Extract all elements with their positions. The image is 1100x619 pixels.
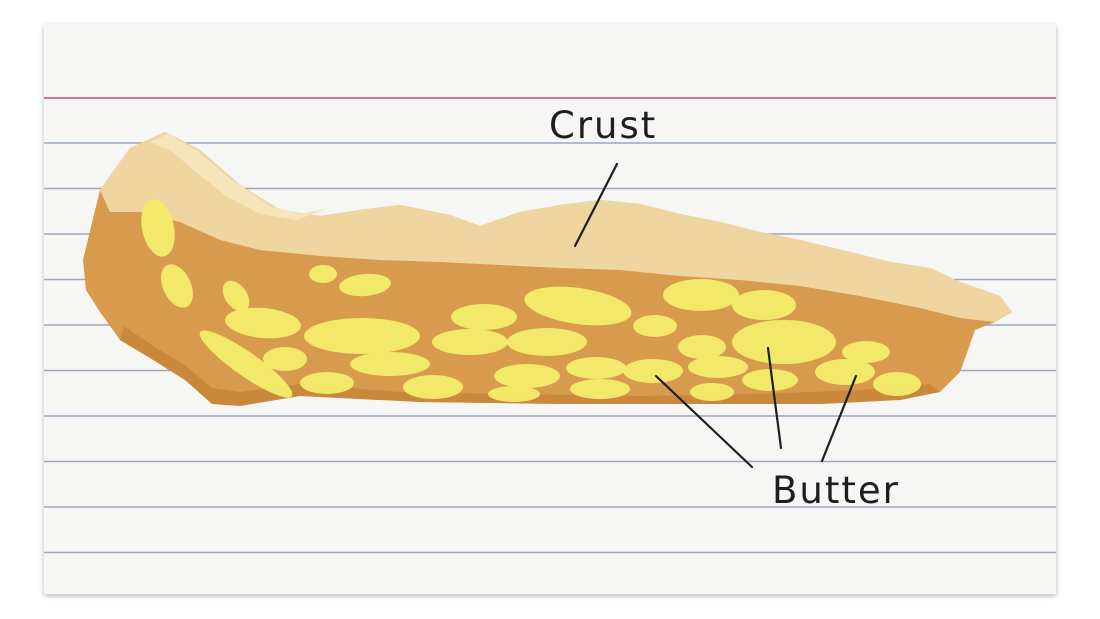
butter-label: Butter	[772, 469, 900, 512]
butter-piece	[663, 279, 739, 311]
butter-piece	[815, 359, 875, 385]
butter-piece	[339, 273, 391, 297]
butter-piece	[141, 199, 175, 257]
crust-leader-line	[573, 162, 619, 248]
butter-piece	[566, 357, 626, 379]
leader-lines	[573, 162, 858, 469]
butter-piece	[732, 320, 836, 364]
butter-piece	[690, 383, 734, 401]
butter-piece	[488, 386, 540, 402]
butter-piece	[507, 328, 587, 356]
butter-piece	[304, 318, 420, 354]
crust-label: Crust	[549, 104, 658, 147]
butter-piece	[451, 304, 517, 330]
butter-piece	[403, 375, 463, 399]
butter-piece	[842, 341, 890, 363]
crust-layer-illustration	[83, 132, 1012, 406]
butter-piece	[494, 364, 560, 388]
butter-leader-line-3	[820, 374, 858, 463]
butter-piece	[732, 290, 796, 320]
crust-rim	[150, 134, 330, 220]
butter-piece	[199, 330, 293, 398]
butter-piece	[742, 369, 798, 391]
butter-piece	[222, 280, 250, 312]
butter-piece	[161, 264, 193, 308]
butter-leader-line-1	[654, 374, 754, 469]
crust-top	[100, 132, 1012, 322]
butter-piece	[300, 372, 354, 394]
butter-piece	[263, 347, 307, 371]
butter-piece	[432, 329, 508, 355]
butter-piece	[623, 359, 683, 383]
butter-piece	[350, 352, 430, 376]
butter-piece	[570, 379, 630, 399]
butter-piece	[524, 286, 632, 326]
butter-piece	[633, 315, 677, 337]
butter-piece	[873, 372, 921, 396]
butter-piece	[225, 307, 301, 339]
butter-piece	[688, 356, 748, 378]
butter-leader-line-2	[766, 346, 783, 450]
butter-piece	[309, 265, 337, 283]
butter-piece	[678, 335, 726, 359]
butter-pieces	[141, 199, 921, 402]
